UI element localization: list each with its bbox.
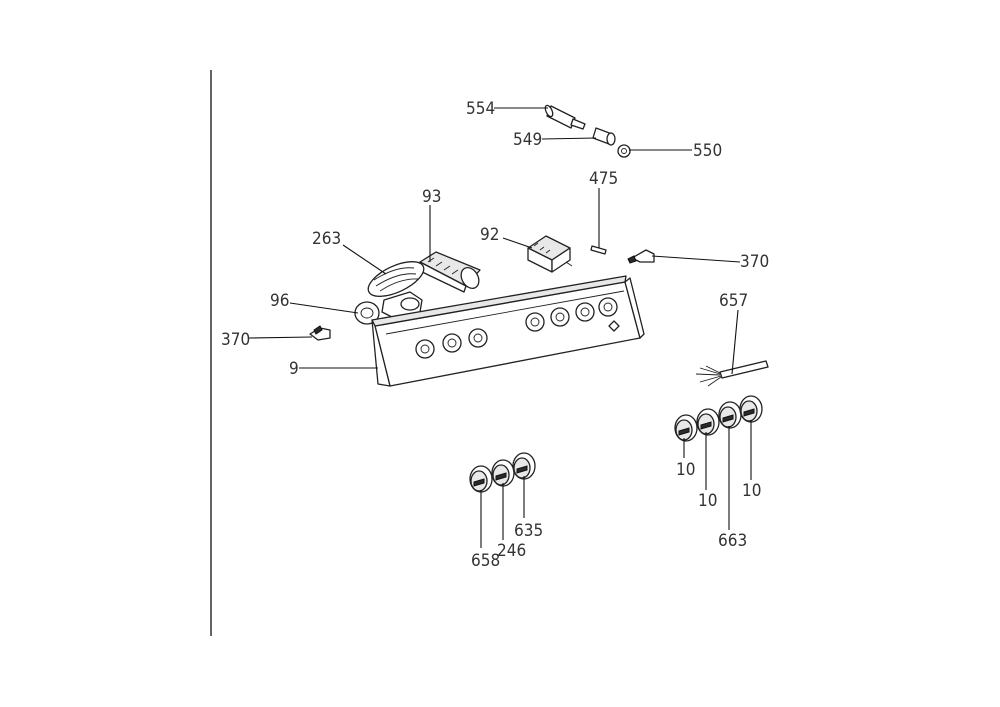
label-92: 92 [480,225,499,245]
label-246: 246 [497,541,526,561]
part-370-clip-left [309,325,331,341]
label-263: 263 [312,229,341,249]
label-550: 550 [693,141,722,161]
part-263-coil [367,261,425,297]
label-475: 475 [589,169,618,189]
part-9-control-panel [371,275,645,387]
knob-658 [469,465,493,493]
part-92-module [527,235,573,273]
leader-92 [502,237,533,249]
label-96: 96 [270,291,289,311]
part-switch-housing [381,291,423,319]
part-554-cylinder [544,104,586,130]
label-658: 658 [471,551,500,571]
label-370-left: 370 [221,330,250,350]
part-549-holder [592,127,616,146]
leader-370-left [248,336,313,339]
part-550-nut [617,144,631,158]
knob-10-a [674,414,698,442]
leader-657 [731,309,739,375]
label-663: 663 [718,531,747,551]
panel-knob-holes-right [525,297,618,332]
knob-group-left [469,452,536,493]
leader-96 [289,302,359,314]
label-549: 549 [513,130,542,150]
part-475-pin [590,245,607,255]
part-93-timer [417,251,481,293]
label-9: 9 [289,359,299,379]
leader-549 [541,137,597,140]
panel-indicator-diamond [608,320,620,332]
knob-246 [491,459,515,487]
knob-10-b [696,408,720,436]
panel-knob-holes-left [415,328,488,359]
label-10-a: 10 [676,460,695,480]
leader-lines [248,107,752,548]
label-93: 93 [422,187,441,207]
label-10-b: 10 [698,491,717,511]
leader-370-right [651,255,741,263]
knob-663 [718,401,742,429]
knob-635 [512,452,536,480]
label-10-c: 10 [742,481,761,501]
part-labels: 554 549 550 475 93 92 263 370 96 370 9 6… [221,99,769,571]
leader-263 [342,244,387,275]
knob-10-c [739,395,763,423]
part-370-clip-right [627,249,655,264]
label-635: 635 [514,521,543,541]
label-370-right: 370 [740,252,769,272]
label-657: 657 [719,291,748,311]
label-554: 554 [466,99,495,119]
knob-group-right [674,395,763,442]
